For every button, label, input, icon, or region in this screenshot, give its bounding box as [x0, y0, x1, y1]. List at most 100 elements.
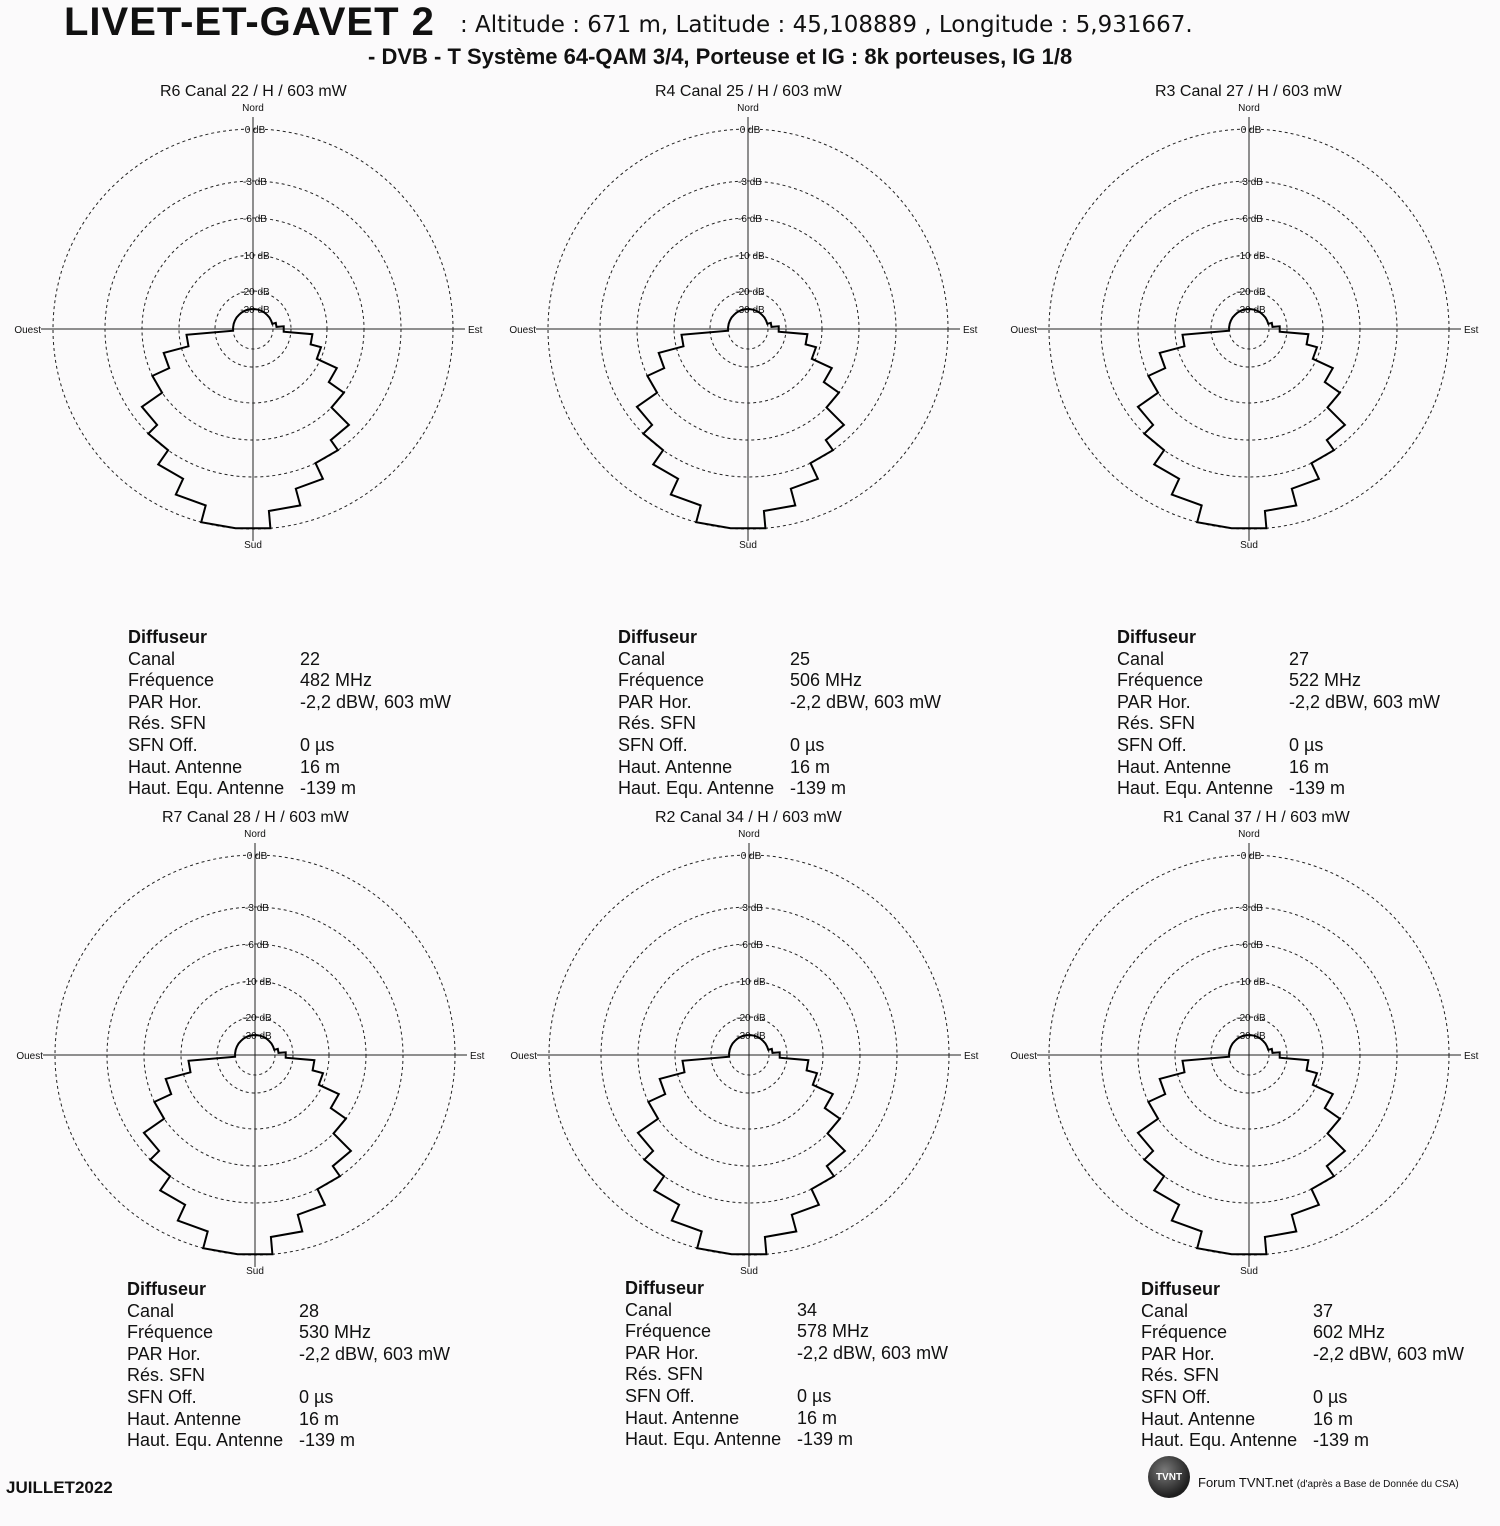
info-label: Haut. Antenne — [618, 756, 733, 777]
info-row-par: PAR Hor.-2,2 dBW, 603 mW — [1141, 1344, 1464, 1366]
info-value: 0 µs — [1313, 1386, 1348, 1407]
info-row-sfn-off: SFN Off.0 µs — [618, 735, 941, 757]
info-label: Fréquence — [1141, 1322, 1228, 1343]
info-label: Rés. SFN — [1117, 713, 1196, 734]
info-row-frequence: Fréquence 482 MHz — [128, 670, 451, 692]
info-row-res-sfn: Rés. SFN — [625, 1364, 948, 1386]
info-value: -139 m — [797, 1429, 854, 1450]
info-value: 16 m — [299, 1408, 340, 1429]
info-title: Diffuseur — [625, 1278, 705, 1298]
info-value: 0 µs — [797, 1385, 832, 1406]
north-label: Nord — [1238, 829, 1260, 840]
ring-label: -10 dB — [1236, 977, 1266, 988]
info-value: 530 MHz — [299, 1322, 372, 1343]
info-label: PAR Hor. — [618, 691, 692, 712]
north-label: Nord — [244, 829, 266, 840]
info-value: 0 µs — [790, 734, 825, 755]
ring-label: -6 dB — [243, 214, 267, 225]
info-value: 16 m — [790, 756, 831, 777]
ring-label: -3 dB — [243, 177, 267, 188]
ring-label: -20 dB — [1236, 1013, 1266, 1024]
info-label: Rés. SFN — [625, 1364, 704, 1385]
info-row-haut-antenne: Haut. Antenne 16 m — [618, 757, 941, 779]
info-label: Haut. Equ. Antenne — [1141, 1430, 1298, 1451]
info-label: Rés. SFN — [1141, 1365, 1220, 1386]
radiation-pattern — [636, 1034, 847, 1256]
info-title: Diffuseur — [1141, 1279, 1221, 1299]
info-value: 16 m — [797, 1407, 838, 1428]
ring-label: -20 dB — [735, 287, 765, 298]
info-row-sfn-off: SFN Off.0 µs — [1117, 735, 1440, 757]
ring-label: 0 dB — [245, 125, 266, 136]
info-value: 0 µs — [1289, 734, 1324, 755]
ring-label: -3 dB — [1239, 177, 1263, 188]
info-row-haut-equ: Haut. Equ. Antenne -139 m — [1117, 778, 1440, 800]
ring-label: -30 dB — [242, 1031, 272, 1042]
north-label: Nord — [738, 829, 760, 840]
polar-diagram: 0 dB-3 dB-6 dB-10 dB-20 dB-30 dBNordSudE… — [1010, 103, 1478, 551]
info-row-haut-equ: Haut. Equ. Antenne-139 m — [1141, 1430, 1464, 1452]
info-value: 482 MHz — [300, 670, 373, 691]
info-label: Haut. Antenne — [128, 756, 243, 777]
info-row-par: PAR Hor. -2,2 dBW, 603 mW — [1117, 692, 1440, 714]
west-label: Ouest — [14, 325, 41, 336]
info-label: PAR Hor. — [1117, 691, 1191, 712]
ring-label: -20 dB — [736, 1013, 766, 1024]
ring-label: -10 dB — [736, 977, 766, 988]
info-label: Haut. Equ. Antenne — [1117, 778, 1274, 799]
info-label: SFN Off. — [127, 1386, 197, 1407]
info-value: -2,2 dBW, 603 mW — [790, 691, 942, 712]
ring-label: -6 dB — [1239, 940, 1263, 951]
page-subtitle: - DVB - T Système 64-QAM 3/4, Porteuse e… — [368, 44, 1073, 69]
info-value: -139 m — [1289, 778, 1346, 799]
date-label: JUILLET2022 — [6, 1478, 113, 1497]
info-value: -2,2 dBW, 603 mW — [1313, 1343, 1465, 1364]
info-value: -2,2 dBW, 603 mW — [1289, 691, 1441, 712]
south-label: Sud — [740, 1266, 758, 1277]
info-label: Haut. Antenne — [625, 1407, 740, 1428]
site-coordinates: : Altitude : 671 m, Latitude : 45,108889… — [460, 12, 1193, 38]
west-label: Ouest — [510, 1051, 537, 1062]
info-label: Fréquence — [128, 670, 215, 691]
info-label: Haut. Equ. Antenne — [127, 1430, 284, 1451]
east-label: Est — [470, 1051, 485, 1062]
info-value: 578 MHz — [797, 1321, 870, 1342]
polar-diagram: 0 dB-3 dB-6 dB-10 dB-20 dB-30 dBNordSudE… — [14, 103, 483, 551]
info-row-haut-equ: Haut. Equ. Antenne-139 m — [128, 778, 451, 800]
ring-label: 0 dB — [247, 851, 268, 862]
radiation-pattern — [635, 308, 846, 530]
info-value: -2,2 dBW, 603 mW — [797, 1342, 949, 1363]
ring-label: -3 dB — [1239, 903, 1263, 914]
panel-header: R3 Canal 27 / H / 603 mW — [1155, 83, 1342, 100]
north-label: Nord — [242, 103, 264, 114]
ring-label: -20 dB — [240, 287, 270, 298]
info-value: -139 m — [299, 1430, 356, 1451]
logo-text: TVNT — [1155, 1471, 1183, 1483]
info-row-res-sfn: Rés. SFN — [1141, 1365, 1464, 1387]
info-row-haut-antenne: Haut. Antenne 16 m — [625, 1408, 948, 1430]
radiation-pattern — [1136, 308, 1347, 530]
ring-label: -6 dB — [245, 940, 269, 951]
ring-label: 0 dB — [1241, 851, 1262, 862]
polar-diagram: 0 dB-3 dB-6 dB-10 dB-20 dB-30 dBNordSudE… — [509, 103, 977, 551]
info-label: Fréquence — [127, 1322, 214, 1343]
east-label: Est — [468, 325, 483, 336]
info-row-sfn-off: SFN Off.0 µs — [127, 1387, 450, 1409]
ring-label: 0 dB — [741, 851, 762, 862]
info-value: 16 m — [300, 756, 341, 777]
info-value: 34 — [797, 1299, 818, 1320]
radiation-pattern — [1136, 1034, 1347, 1256]
ring-label: -3 dB — [738, 177, 762, 188]
south-label: Sud — [246, 1266, 264, 1277]
